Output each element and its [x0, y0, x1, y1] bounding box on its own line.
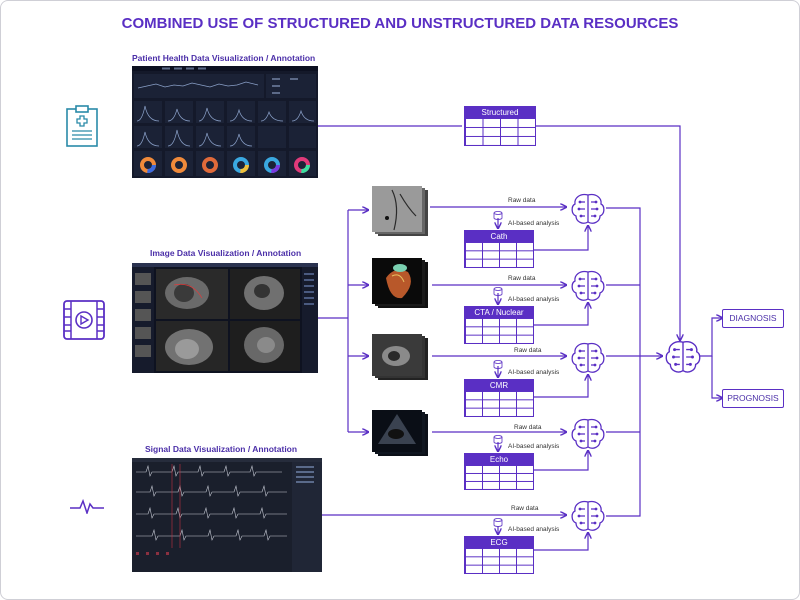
cmr-thumbnail [372, 334, 428, 380]
brain-icon [571, 270, 605, 301]
database-icon [493, 435, 503, 444]
ecg-table-header: ECG [465, 537, 533, 548]
database-icon [493, 518, 503, 527]
cta-raw-data-label: Raw data [508, 275, 536, 282]
structured-table: Structured [464, 106, 536, 146]
cta-nuclear-table: CTA / Nuclear [464, 306, 534, 344]
cmr-table: CMR [464, 379, 534, 417]
brain-icon [665, 341, 701, 373]
cath-raw-data-label: Raw data [508, 197, 536, 204]
cath-ai-analysis-label: AI-based analysis [508, 220, 560, 227]
brain-icon [571, 418, 605, 449]
cmr-raw-data-label: Raw data [514, 347, 542, 354]
prognosis-box: PROGNOSIS [722, 389, 784, 408]
signal-section-label: Signal Data Visualization / Annotation [145, 444, 298, 454]
cmr-table-header: CMR [465, 380, 533, 391]
brain-icon [571, 193, 605, 224]
cath-table: Cath [464, 230, 534, 268]
cta-table-header: CTA / Nuclear [465, 307, 533, 318]
echo-ai-analysis-label: AI-based analysis [508, 443, 560, 450]
database-icon [493, 211, 503, 220]
cmr-ai-analysis-label: AI-based analysis [508, 369, 560, 376]
ecg-table: ECG [464, 536, 534, 574]
ecg-raw-data-label: Raw data [511, 505, 539, 512]
clipboard-icon [66, 105, 98, 147]
page-title: COMBINED USE OF STRUCTURED AND UNSTRUCTU… [121, 15, 679, 32]
image-dashboard-screenshot [132, 263, 318, 373]
cta-ai-analysis-label: AI-based analysis [508, 296, 560, 303]
echo-table-header: Echo [465, 454, 533, 465]
image-section-label: Image Data Visualization / Annotation [150, 248, 302, 258]
echo-table: Echo [464, 453, 534, 490]
cta-thumbnail [372, 258, 428, 308]
structured-table-header: Structured [465, 107, 535, 118]
echo-thumbnail [372, 410, 428, 456]
brain-icon [571, 500, 605, 531]
signal-dashboard-screenshot [132, 458, 322, 572]
cath-table-header: Cath [465, 231, 533, 242]
ecg-ai-analysis-label: AI-based analysis [508, 526, 560, 533]
patient-section-label: Patient Health Data Visualization / Anno… [132, 53, 316, 63]
heartbeat-icon [70, 498, 104, 514]
cath-thumbnail [372, 186, 428, 236]
database-icon [493, 360, 503, 369]
brain-icon [571, 342, 605, 373]
patient-dashboard-screenshot [132, 66, 318, 178]
diagnosis-box: DIAGNOSIS [722, 309, 784, 328]
database-icon [493, 287, 503, 296]
echo-raw-data-label: Raw data [514, 424, 542, 431]
video-icon [63, 300, 105, 340]
